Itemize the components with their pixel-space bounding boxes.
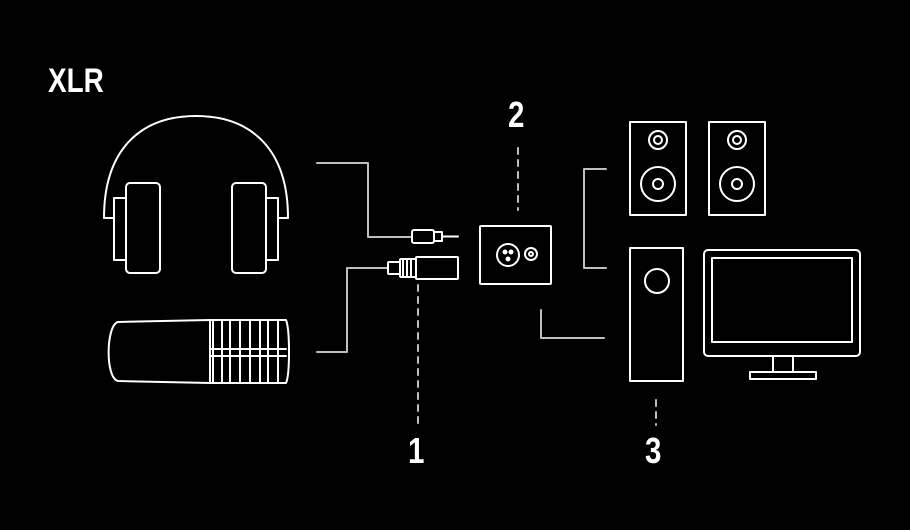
speaker-icon — [708, 121, 766, 216]
audio-interface-icon — [479, 225, 552, 285]
computer-cable — [540, 309, 605, 339]
microphone-cable — [316, 267, 389, 353]
headphones-icon — [103, 115, 289, 274]
diagram-title: XLR — [48, 62, 104, 100]
xlr-plug-icon — [387, 256, 459, 280]
trs-plug-icon — [411, 229, 459, 244]
callout-number-2: 2 — [508, 94, 525, 135]
microphone-icon — [107, 319, 290, 384]
callout-number-3: 3 — [645, 430, 662, 471]
callout-number-1: 1 — [408, 430, 425, 471]
headphone-cable — [316, 162, 413, 238]
monitor-icon — [703, 249, 861, 380]
speaker-cable — [583, 168, 607, 269]
computer-tower-icon — [629, 247, 684, 382]
speaker-icon — [629, 121, 687, 216]
